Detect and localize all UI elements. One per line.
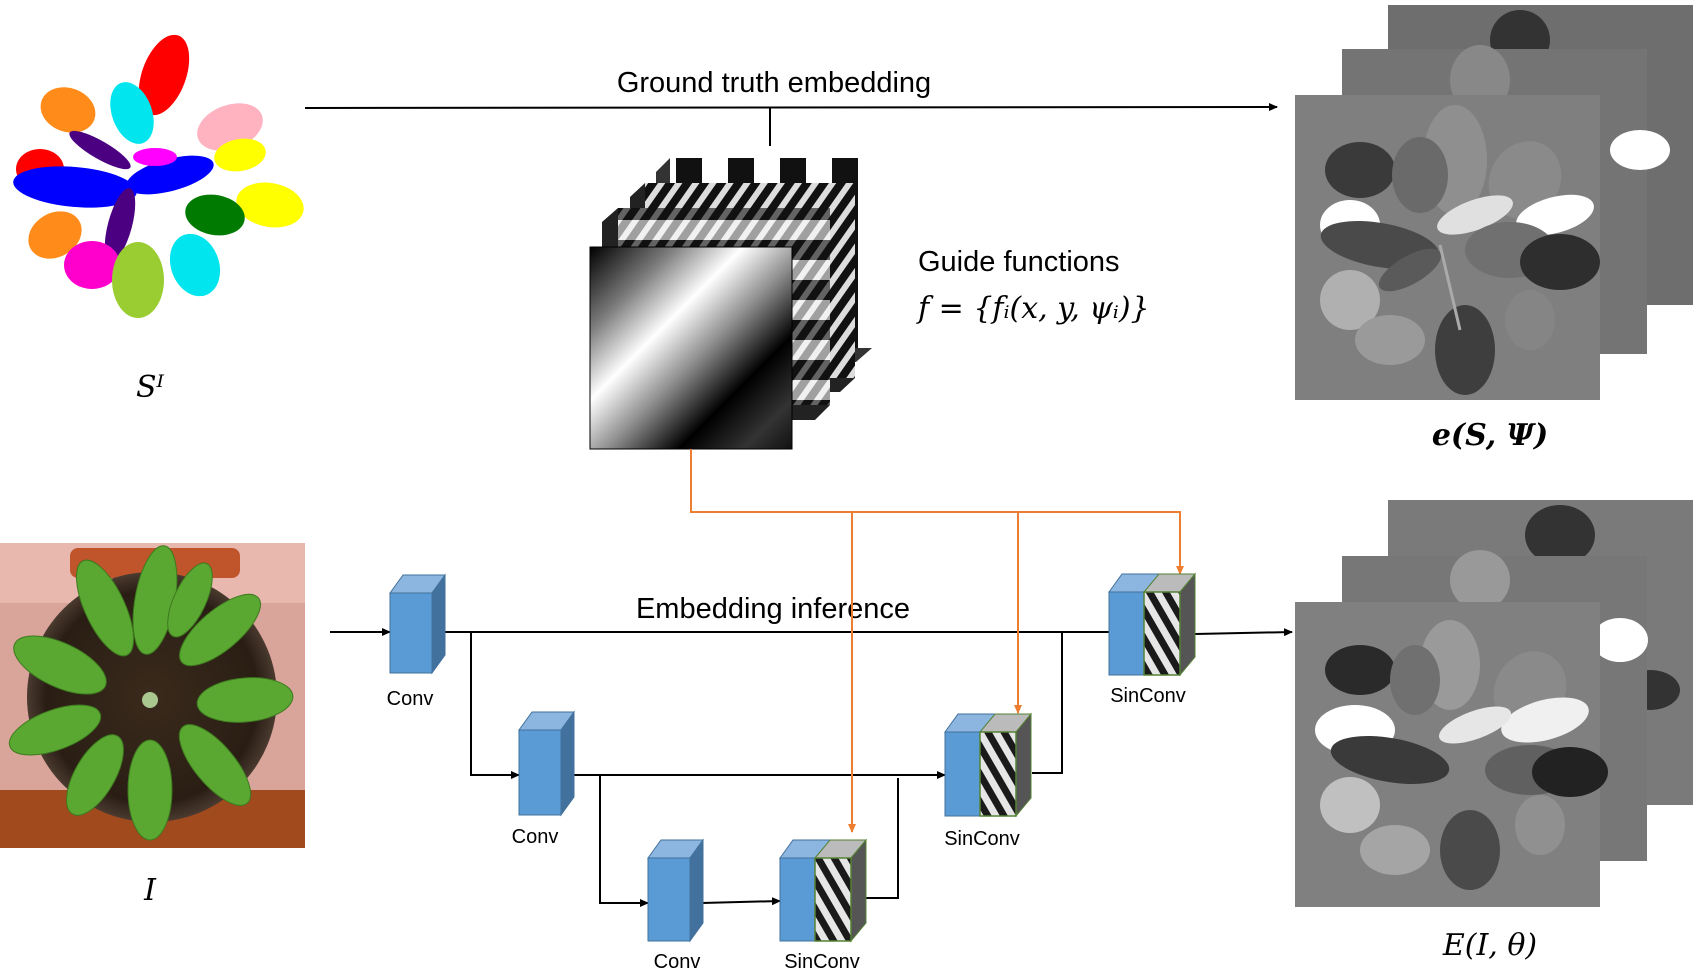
guide-functions-label: Guide functions: [918, 246, 1120, 278]
plant-photo: [0, 543, 305, 848]
gt-embedding-symbol: e(S, Ψ): [1432, 418, 1548, 453]
conv-block-1: [389, 573, 446, 675]
guide-function-stack: [589, 158, 872, 450]
sinconv-label-2: SinConv: [944, 828, 1020, 850]
pred-embedding-symbol: E(I, θ): [1442, 928, 1537, 963]
sinconv-block-2: [944, 712, 1033, 818]
segmentation-symbol: Sᴵ: [136, 370, 165, 405]
image-symbol: I: [143, 873, 157, 908]
conv-label-1: Conv: [387, 688, 434, 710]
pred-embedding-stack: [1295, 500, 1693, 907]
sinconv-label-1: SinConv: [784, 951, 860, 970]
guide-arrows: [690, 449, 1184, 833]
guide-layer-1: [589, 246, 793, 450]
ground-truth-label: Ground truth embedding: [617, 67, 931, 99]
conv-label-3: Conv: [654, 951, 701, 970]
conv-label-2: Conv: [512, 826, 559, 848]
gt-embedding-stack: [1295, 5, 1693, 400]
segmentation-image: [13, 34, 304, 318]
sinconv-block-1: [779, 838, 868, 943]
guide-formula: f = {fᵢ(x, y, ψᵢ)}: [916, 291, 1150, 326]
sinconv-label-3: SinConv: [1110, 685, 1186, 707]
network-flow: [330, 628, 1293, 907]
embedding-inference-label: Embedding inference: [636, 593, 910, 625]
conv-block-2: [518, 710, 575, 817]
sinconv-block-3: [1108, 572, 1197, 677]
conv-block-3: [647, 838, 704, 943]
ground-truth-arrow: [304, 103, 1278, 112]
